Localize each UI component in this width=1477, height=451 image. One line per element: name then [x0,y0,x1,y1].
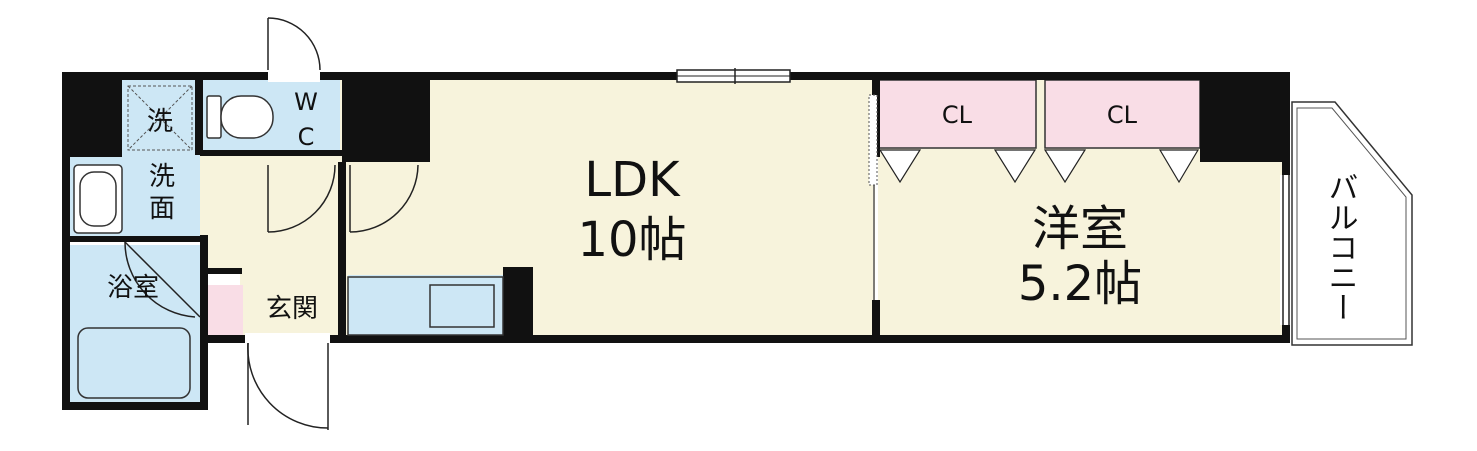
hall-floor [200,155,345,270]
closet-doors [878,149,1200,184]
western-size-label: 5.2帖 [1018,256,1142,312]
kitchen-sink-icon [347,276,504,336]
wc-w-label: W [294,88,318,116]
ldk-name-label: LDK [584,152,681,208]
ldk-size-label: 10帖 [577,212,686,268]
closet-right [1044,79,1201,149]
wc-c-label: C [298,123,315,151]
balcony-door-gap [1280,175,1292,325]
closet-right-label: CL [1107,101,1138,129]
shoebox [205,285,243,340]
western-name-label: 洋室 [1032,201,1128,257]
laundry-label: 洗 [147,107,173,137]
door-swings [124,17,419,430]
bath-label: 浴室 [107,273,159,303]
toilet-icon [206,95,274,139]
door-gap-entrance [245,333,330,345]
entrance-label: 玄関 [266,294,318,324]
laundry-area [120,80,200,155]
bathtub-icon [77,327,191,399]
sink-icon [73,164,123,234]
closet-left [877,79,1037,149]
balcony-outline [1291,101,1413,346]
door-gap-wc [268,68,320,82]
washroom-label-2: 面 [149,194,175,224]
laundry-pan-icon [127,85,193,151]
sliding-partition [868,94,878,186]
closet-left-label: CL [942,101,973,129]
balcony-label: バルコニー [1323,172,1358,322]
washroom-label-1: 洗 [149,162,175,192]
entrance-floor [240,270,340,340]
